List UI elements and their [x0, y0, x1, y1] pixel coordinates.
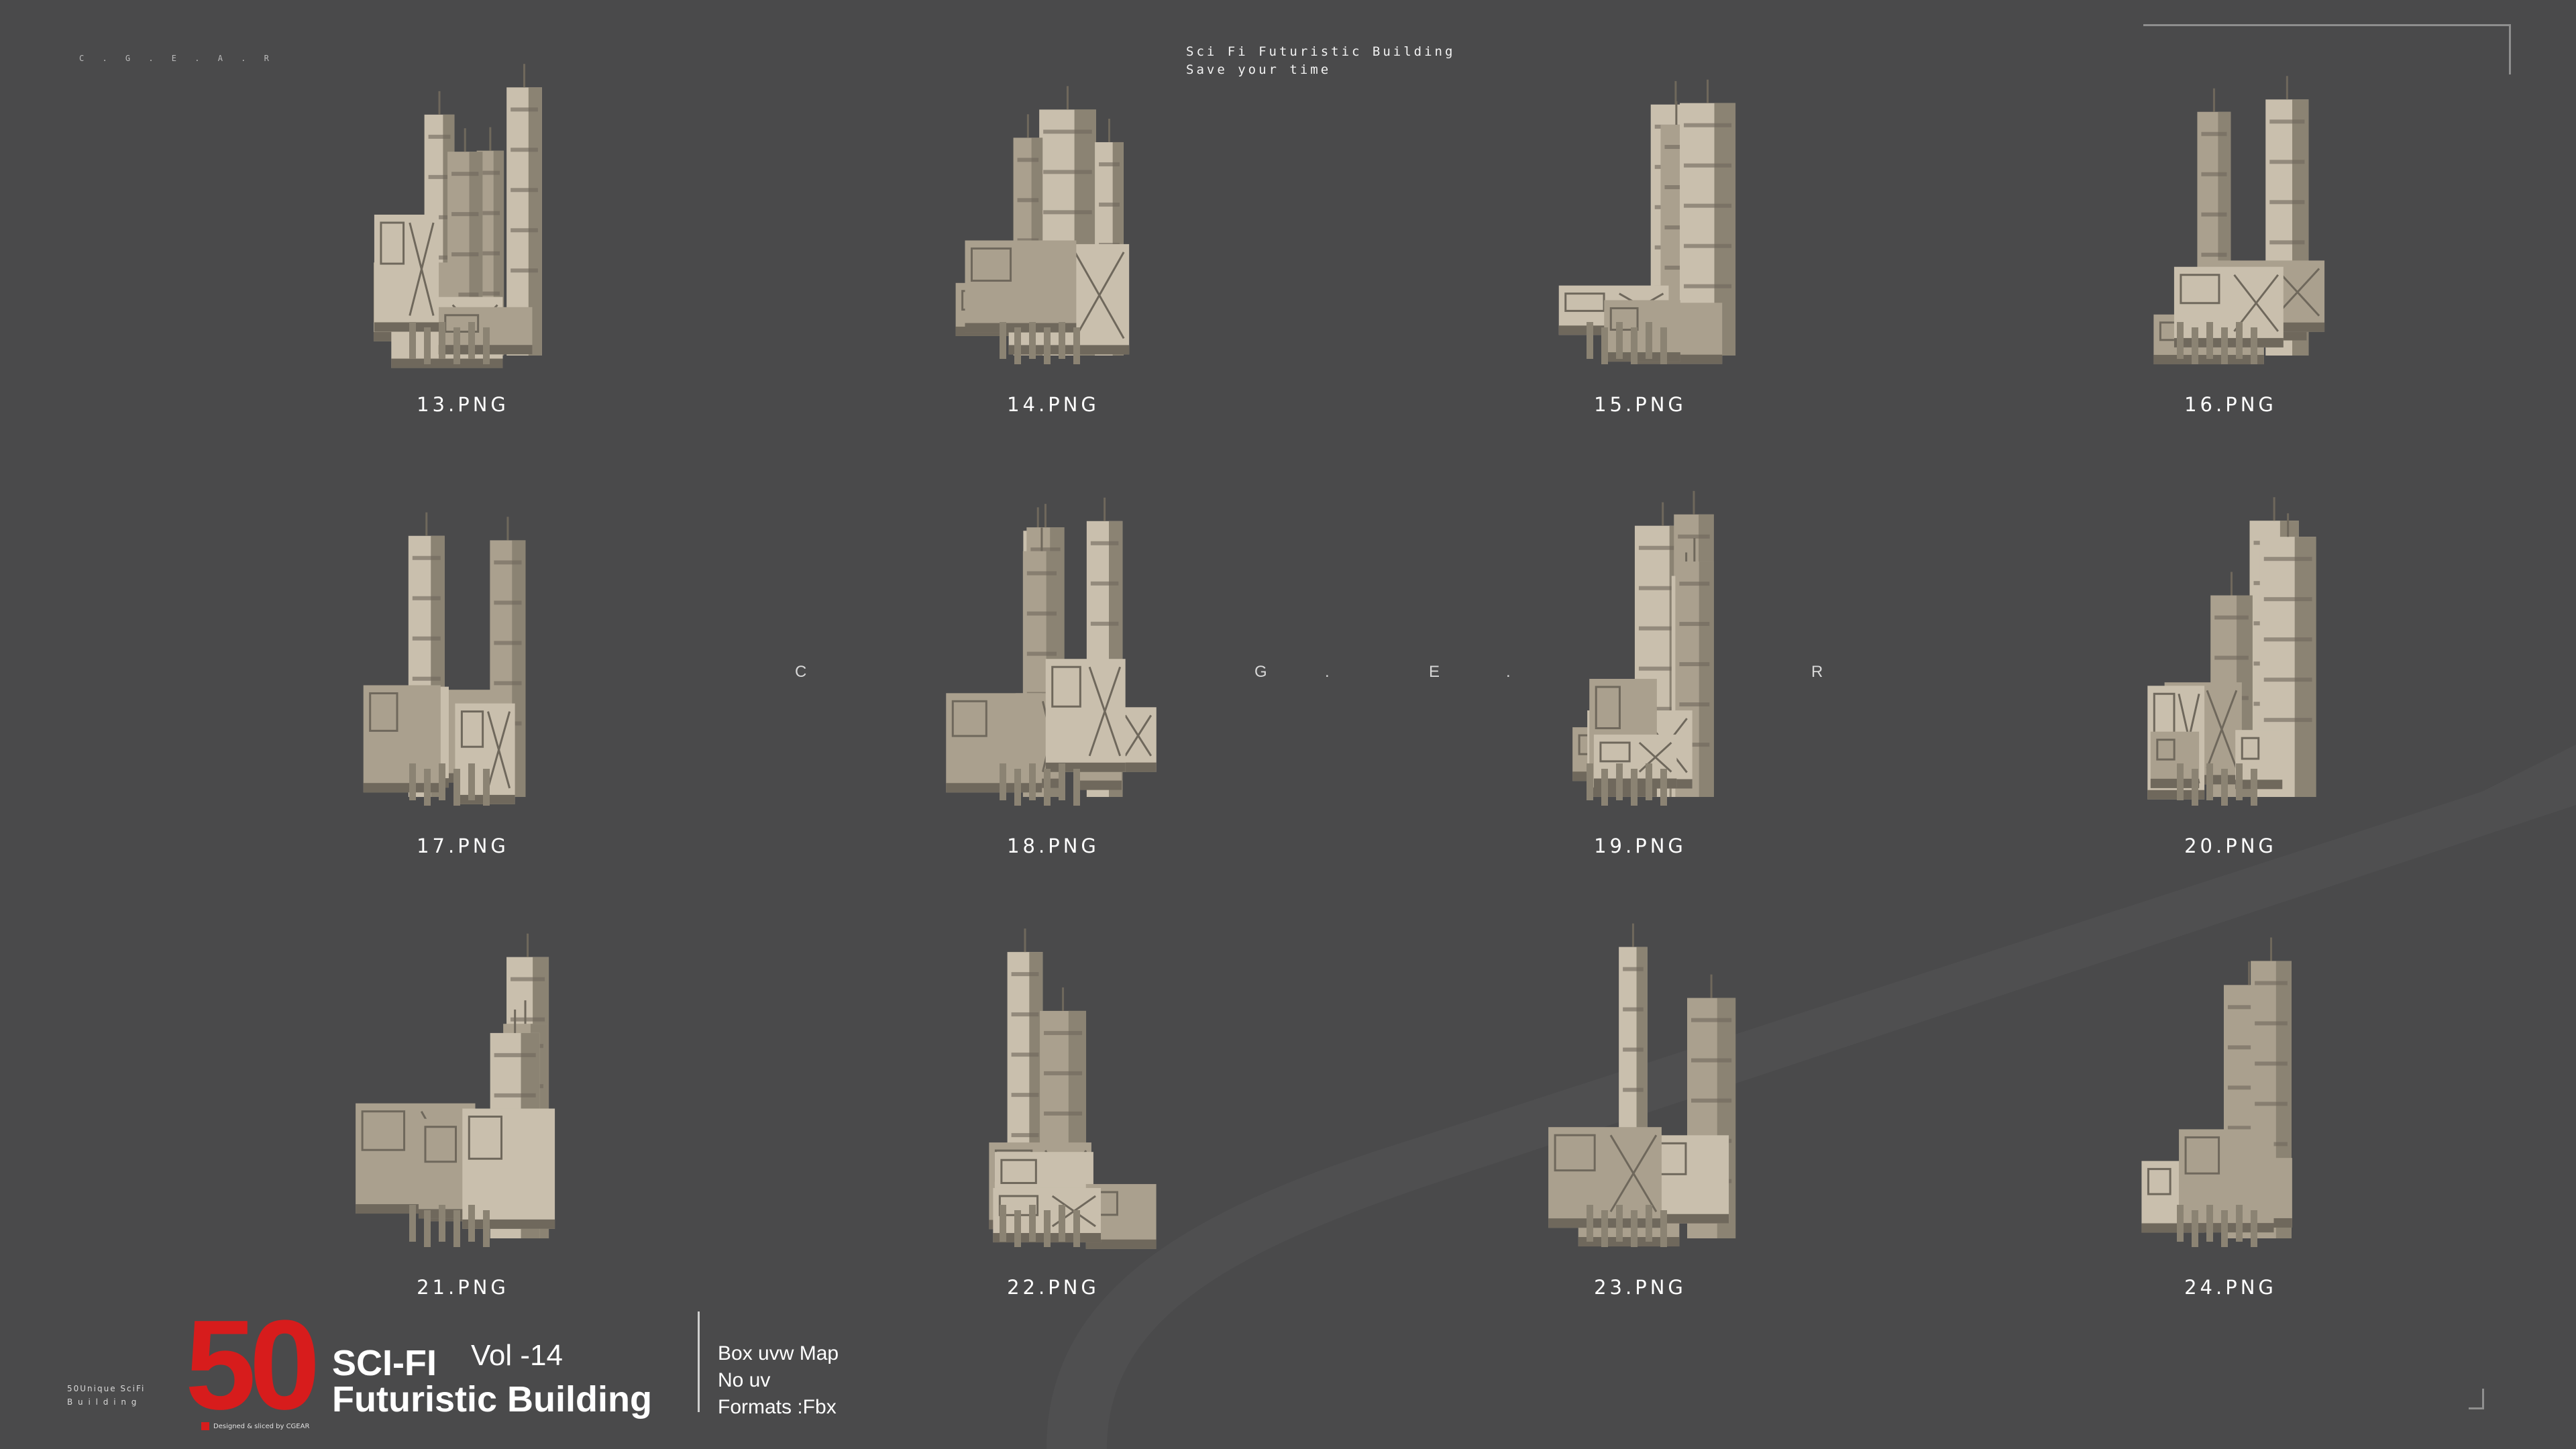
thumbnail-label: 22.PNG: [1007, 1276, 1099, 1299]
building-render: [2141, 937, 2292, 1247]
specs-list: Box uvw Map No uv Formats :Fbx: [718, 1340, 839, 1421]
building-thumbnail[interactable]: 17.PNG: [329, 475, 597, 857]
thumbnail-label: 21.PNG: [417, 1276, 509, 1299]
building-render: [989, 928, 1157, 1249]
building-render: [356, 933, 555, 1247]
building-render: [1558, 79, 1736, 364]
watermark-g: G: [1254, 663, 1267, 681]
building-thumbnail[interactable]: 16.PNG: [2096, 34, 2365, 416]
tagline-line2: Save your time: [1186, 62, 1332, 77]
side-caption-line2: B u i l d i n g: [67, 1397, 138, 1407]
building-render: [363, 512, 526, 806]
corner-tick: [2469, 1389, 2484, 1409]
side-caption: 50Unique SciFi B u i l d i n g: [67, 1382, 145, 1409]
thumbnail-label: 15.PNG: [1594, 393, 1686, 416]
tagline-line1: Sci Fi Futuristic Building: [1186, 44, 1456, 59]
building-thumbnail[interactable]: 21.PNG: [329, 916, 597, 1299]
building-render: [955, 86, 1130, 364]
designer-credit: Designed & sliced by CGEAR: [201, 1422, 309, 1430]
building-thumbnail[interactable]: 20.PNG: [2096, 475, 2365, 857]
spec-uvw: Box uvw Map: [718, 1342, 839, 1364]
watermark-c: C: [795, 663, 807, 681]
thumbnail-label: 23.PNG: [1594, 1276, 1686, 1299]
building-thumbnail[interactable]: 18.PNG: [919, 475, 1187, 857]
thumbnail-label: 19.PNG: [1594, 835, 1686, 857]
building-render: [2147, 497, 2316, 806]
building-thumbnail[interactable]: 22.PNG: [919, 916, 1187, 1299]
watermark-e: E: [1429, 663, 1440, 681]
watermark-dot: .: [1325, 663, 1330, 681]
spec-uv: No uv: [718, 1369, 771, 1391]
building-thumbnail[interactable]: 14.PNG: [919, 34, 1187, 416]
corner-frame: [2143, 24, 2511, 74]
building-thumbnail[interactable]: 19.PNG: [1506, 475, 1774, 857]
side-caption-line1: 50Unique SciFi: [67, 1384, 146, 1393]
building-render: [1572, 490, 1714, 806]
thumbnail-label: 17.PNG: [417, 835, 509, 857]
designer-text: Designed & sliced by CGEAR: [213, 1423, 310, 1430]
thumbnail-label: 20.PNG: [2184, 835, 2277, 857]
divider: [698, 1311, 700, 1412]
thumbnail-label: 18.PNG: [1007, 835, 1099, 857]
watermark-dot: .: [1506, 663, 1511, 681]
brand-mark-icon: [201, 1422, 209, 1430]
tagline: Sci Fi Futuristic Building Save your tim…: [1186, 43, 1455, 79]
building-thumbnail[interactable]: 15.PNG: [1506, 34, 1774, 416]
building-thumbnail[interactable]: 23.PNG: [1506, 916, 1774, 1299]
thumbnail-label: 13.PNG: [417, 393, 509, 416]
thumbnail-label: 16.PNG: [2184, 393, 2277, 416]
thumbnail-label: 14.PNG: [1007, 393, 1099, 416]
title-line1: SCI-FI: [332, 1343, 437, 1383]
building-render: [1548, 923, 1736, 1247]
volume-label: Vol -14: [471, 1339, 563, 1372]
building-render: [2153, 76, 2325, 365]
building-render: [373, 64, 542, 368]
building-thumbnail[interactable]: 13.PNG: [329, 34, 597, 416]
thumbnail-label: 24.PNG: [2184, 1276, 2277, 1299]
watermark-r: R: [1811, 663, 1823, 681]
title-line2: Futuristic Building: [332, 1379, 652, 1419]
count-number: 50: [185, 1294, 320, 1436]
spec-format: Formats :Fbx: [718, 1396, 837, 1418]
building-render: [946, 497, 1157, 806]
corner-letters: C . G . E . A . R: [79, 54, 276, 63]
building-thumbnail[interactable]: 24.PNG: [2096, 916, 2365, 1299]
